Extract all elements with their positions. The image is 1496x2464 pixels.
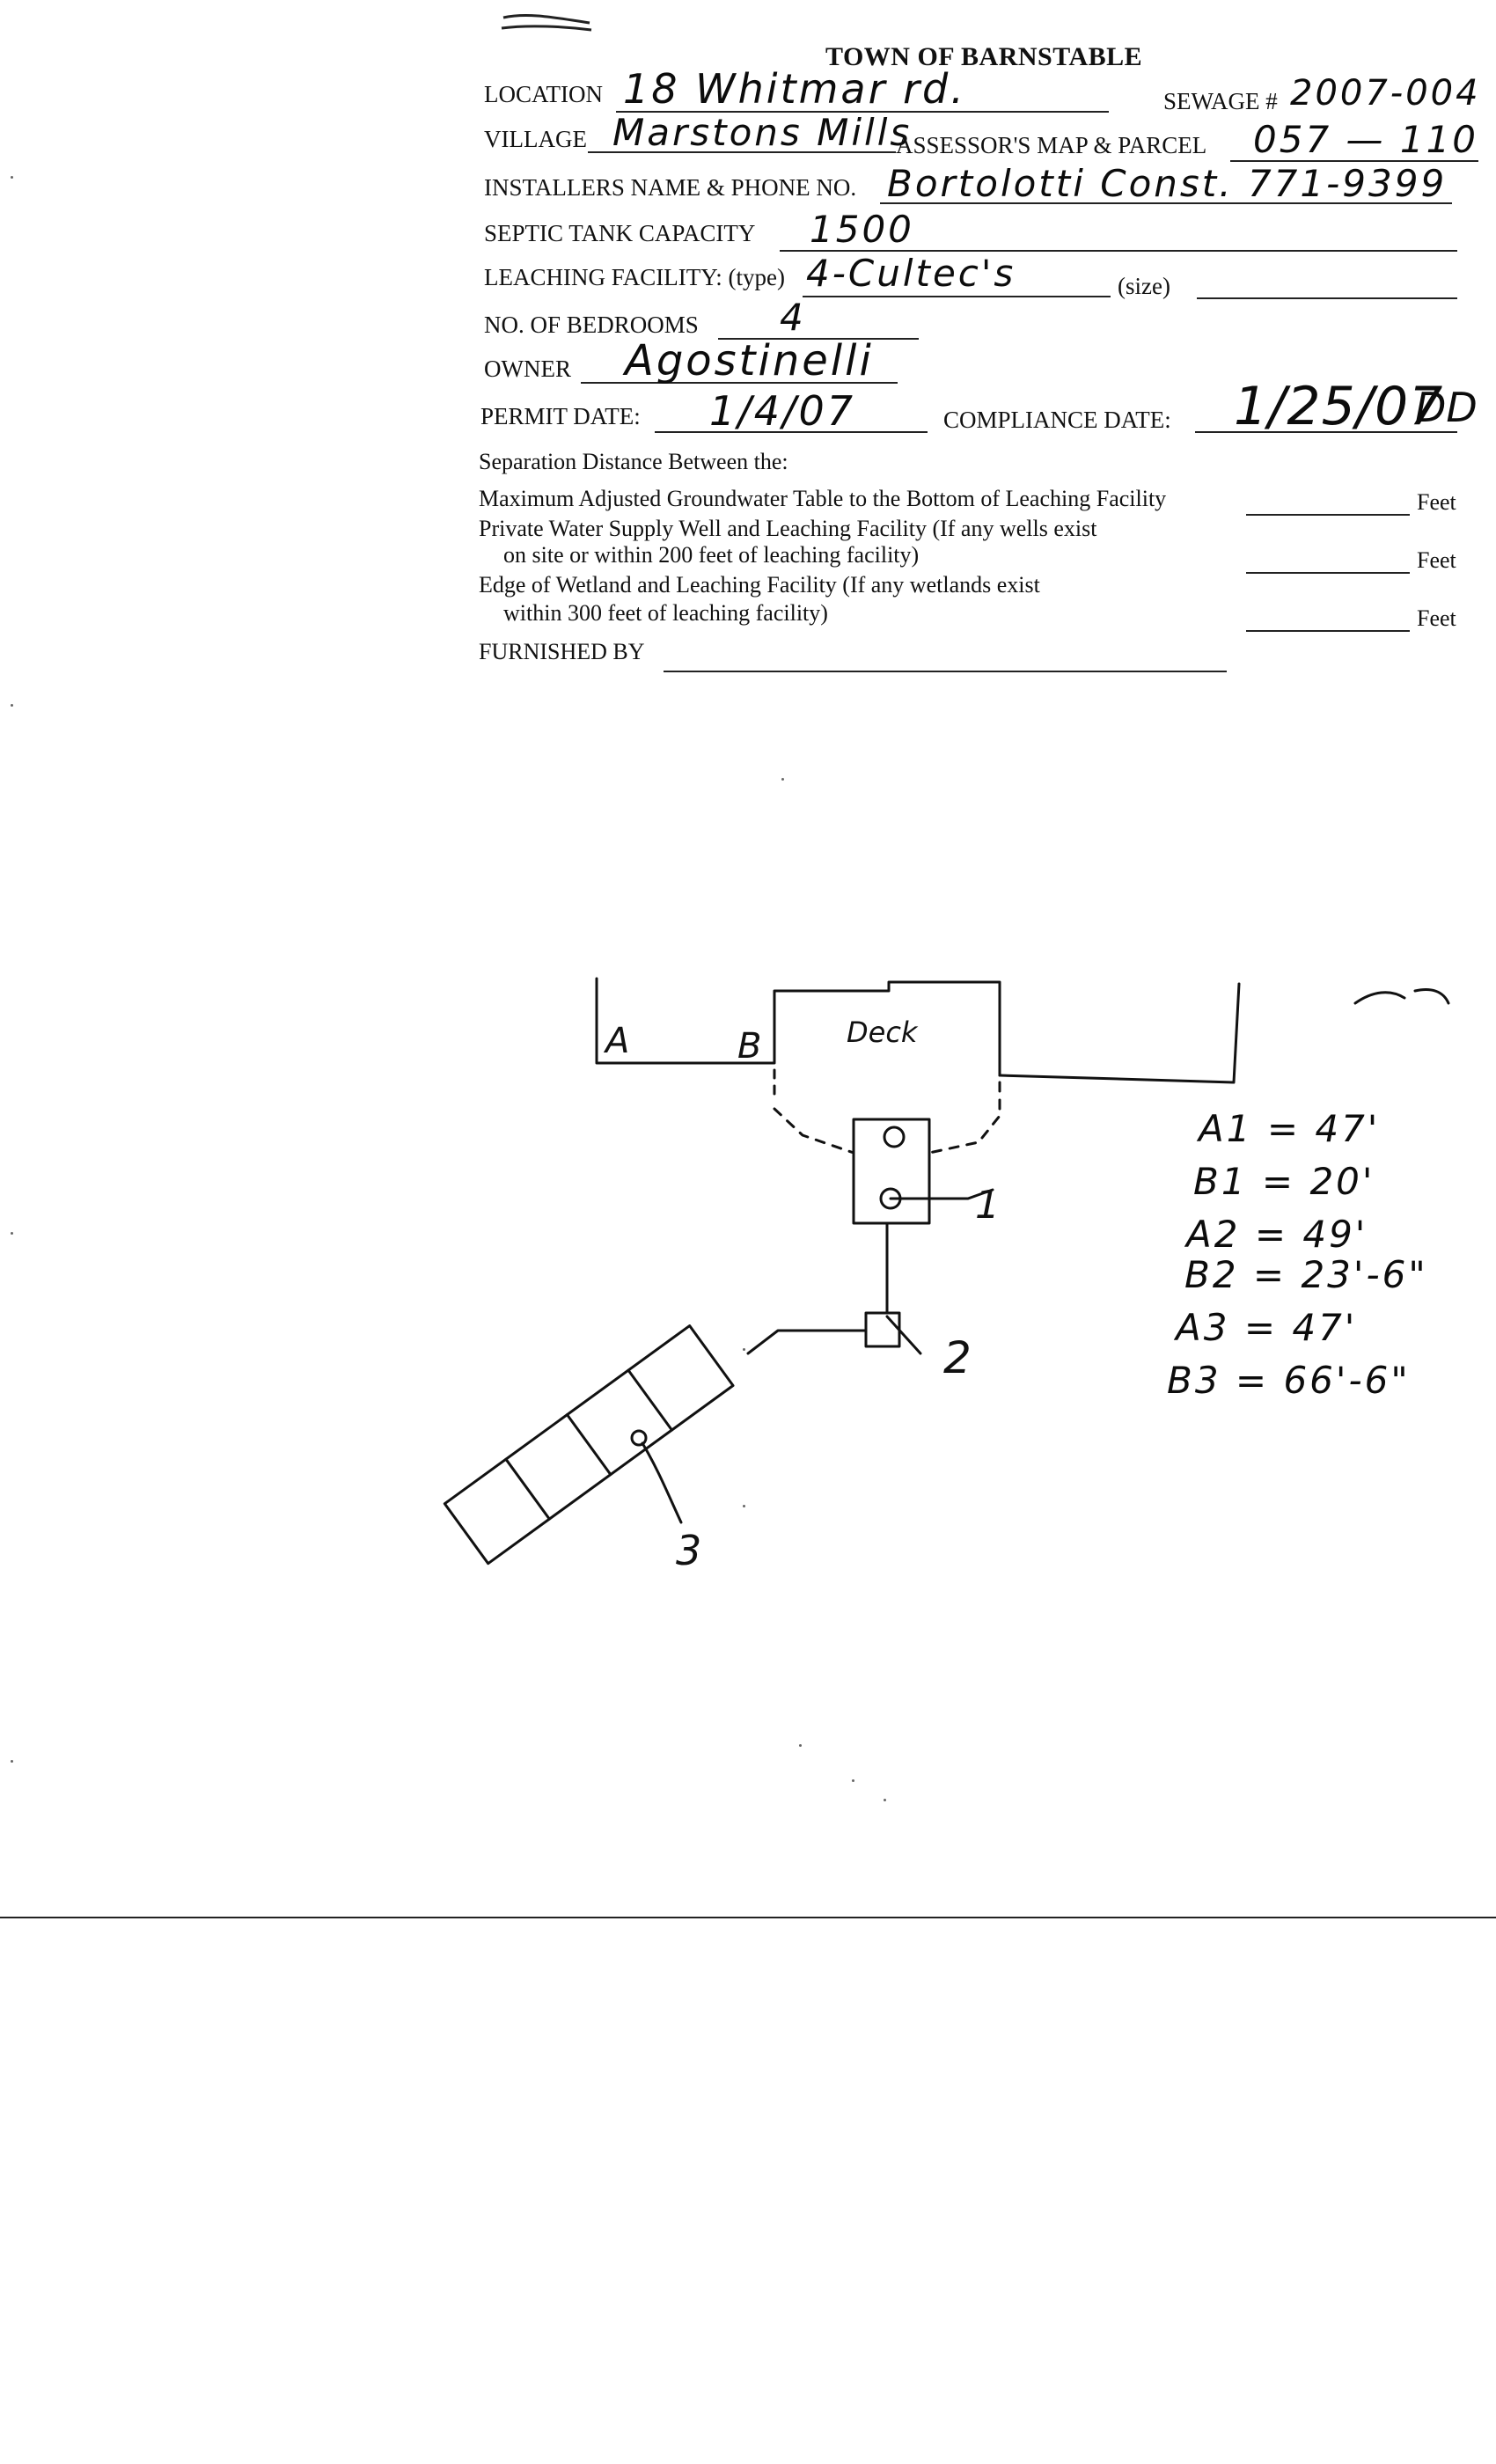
owner-label: OWNER (484, 356, 571, 382)
location-label: LOCATION (484, 81, 603, 107)
size-label: (size) (1118, 273, 1170, 299)
point-a-label: A (603, 1021, 629, 1061)
leaching-value: 4-Cultec's (806, 252, 1016, 295)
sewage-value: 2007-004 (1290, 73, 1481, 114)
assessor-value: 057 — 110 (1253, 118, 1479, 161)
separation-well-line1: Private Water Supply Well and Leaching F… (479, 516, 1097, 541)
measurement-a2: A2 = 49' (1186, 1213, 1368, 1256)
separation-heading: Separation Distance Between the: (479, 449, 788, 474)
separation-wetland-line2: within 300 feet of leaching facility) (503, 600, 828, 626)
distribution-box (864, 1311, 901, 1348)
house-left-wall (595, 977, 760, 1065)
marker-1-label: 1 (975, 1183, 1000, 1228)
bedrooms-label: NO. OF BEDROOMS (484, 312, 699, 338)
installer-label: INSTALLERS NAME & PHONE NO. (484, 174, 857, 201)
deck-outline (757, 980, 1001, 1077)
house-right-wall (998, 982, 1241, 1084)
septic-value: 1500 (810, 208, 914, 251)
assessor-label: ASSESSOR'S MAP & PARCEL (896, 132, 1207, 158)
compliance-initials: DD (1415, 384, 1478, 431)
measurement-b2: B2 = 23'-6" (1184, 1253, 1428, 1296)
owner-value: Agostinelli (625, 336, 874, 385)
separation-groundwater: Maximum Adjusted Groundwater Table to th… (479, 486, 1167, 511)
feet-label-1: Feet (1417, 489, 1456, 515)
measurement-a1: A1 = 47' (1199, 1107, 1381, 1150)
leaching-field (443, 1324, 735, 1566)
measurement-b1: B1 = 20' (1193, 1160, 1375, 1203)
feet-label-3: Feet (1417, 605, 1456, 631)
location-value: 18 Whitmar rd. (623, 65, 966, 113)
north-arrow-icon (1353, 988, 1450, 1005)
leaching-label: LEACHING FACILITY: (type) (484, 264, 785, 290)
tank-inlet-icon (883, 1126, 906, 1148)
permit-value: 1/4/07 (709, 387, 856, 435)
sewage-label: SEWAGE # (1163, 88, 1278, 114)
compliance-value: 1/25/07 (1234, 376, 1444, 437)
point-b-label: B (737, 1026, 761, 1067)
septic-tank (852, 1118, 931, 1225)
village-label: VILLAGE (484, 126, 587, 152)
marker-2-label: 2 (943, 1332, 972, 1383)
leaching-marker-icon (630, 1429, 648, 1447)
form-title: TOWN OF BARNSTABLE (825, 42, 1143, 71)
village-value: Marstons Mills (612, 111, 913, 154)
septic-label: SEPTIC TANK CAPACITY (484, 220, 756, 246)
measurement-list: A1 = 47' B1 = 20' A2 = 49' B2 = 23'-6" A… (1167, 1107, 1428, 1399)
compliance-label: COMPLIANCE DATE: (943, 407, 1171, 433)
bedrooms-value: 4 (780, 296, 806, 339)
marker-3-label: 3 (676, 1527, 701, 1574)
deck-label: Deck (847, 1016, 919, 1049)
header-scribble (501, 14, 592, 32)
measurement-b3: B3 = 66'-6" (1167, 1359, 1411, 1402)
measurement-a3: A3 = 47' (1176, 1306, 1358, 1349)
furnished-label: FURNISHED BY (479, 639, 645, 664)
separation-wetland-line1: Edge of Wetland and Leaching Facility (I… (479, 572, 1040, 598)
feet-label-2: Feet (1417, 547, 1456, 573)
page-divider (0, 1917, 1496, 1918)
separation-well-line2: on site or within 200 feet of leaching f… (503, 542, 920, 568)
permit-label: PERMIT DATE: (480, 403, 641, 429)
installer-value: Bortolotti Const. 771-9399 (887, 162, 1448, 205)
